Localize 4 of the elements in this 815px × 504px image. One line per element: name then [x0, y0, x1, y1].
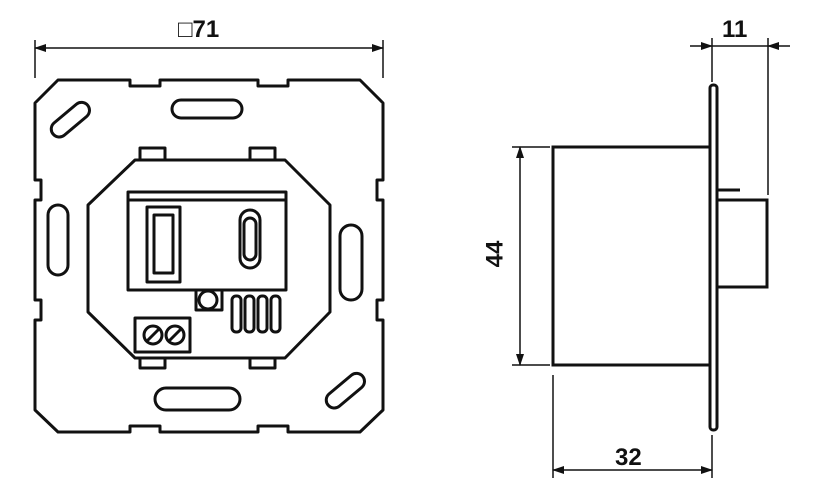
dimension-label: 32 [615, 446, 642, 470]
dimension-label: □71 [178, 18, 220, 42]
dimension-label: 11 [722, 18, 748, 42]
dimension-label: 44 [483, 240, 508, 268]
